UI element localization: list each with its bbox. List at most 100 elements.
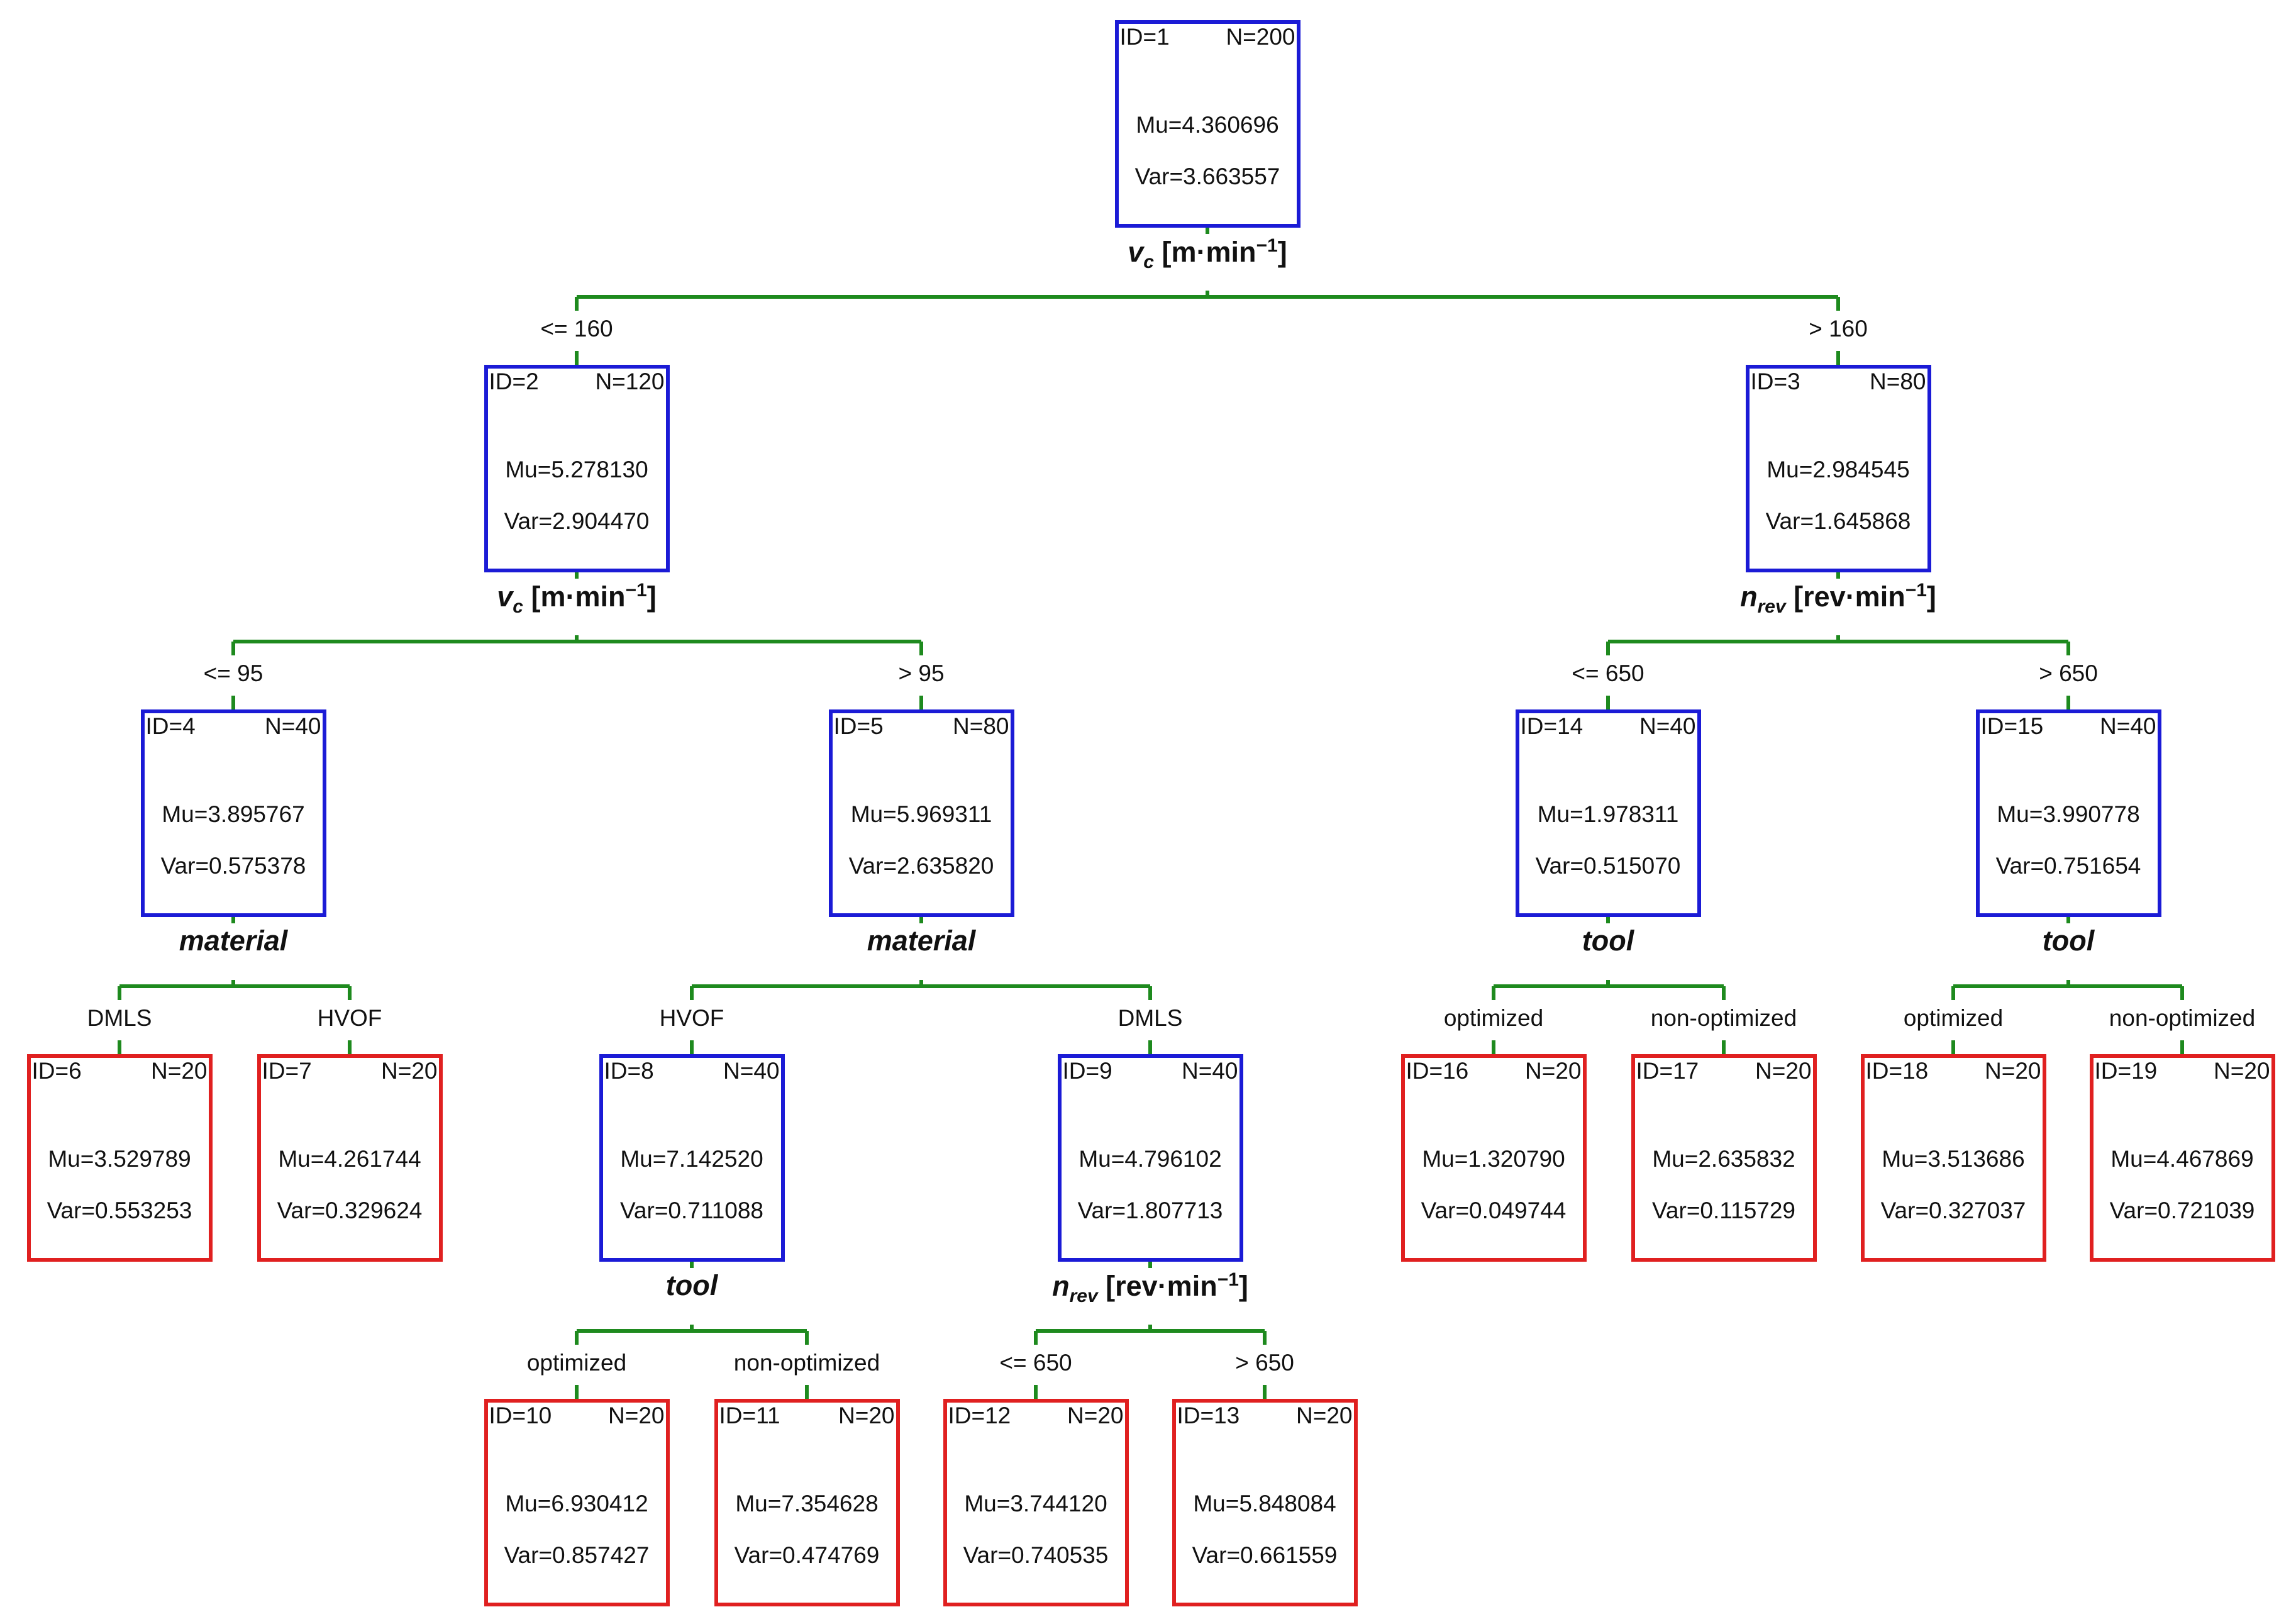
node-variance: Var=3.663557 <box>1134 164 1280 189</box>
node-count: N=20 <box>381 1058 438 1084</box>
branch-condition-n3: > 160 <box>1809 316 1868 342</box>
node-variance: Var=0.857427 <box>504 1542 650 1568</box>
branch-condition-n11: non-optimized <box>733 1350 880 1376</box>
split-variable-n5: material <box>867 925 976 957</box>
split-variable-n3: nrev [rev·min−1] <box>1740 580 1936 618</box>
node-id: ID=2 <box>489 369 539 394</box>
node-id: ID=7 <box>262 1058 312 1084</box>
split-subscript: c <box>513 596 523 617</box>
node-variance: Var=0.751654 <box>1995 853 2141 879</box>
node-count: N=20 <box>1985 1058 2041 1084</box>
split-subscript: rev <box>1757 596 1786 617</box>
split-subscript: c <box>1143 252 1154 272</box>
node-mean: Mu=7.142520 <box>620 1146 763 1172</box>
split-variable-n15: tool <box>2043 925 2094 957</box>
split-variable-n1: vc [m·min−1] <box>1128 235 1287 273</box>
branch-condition-n10: optimized <box>526 1350 627 1376</box>
branch-condition-n17: non-optimized <box>1650 1005 1797 1031</box>
node-count: N=80 <box>1870 369 1926 394</box>
node-variance: Var=0.575378 <box>160 853 306 879</box>
node-count: N=40 <box>265 713 321 739</box>
node-count: N=20 <box>608 1403 665 1428</box>
node-variance: Var=0.327037 <box>1880 1198 2026 1223</box>
node-count: N=40 <box>1639 713 1696 739</box>
node-mean: Mu=3.895767 <box>162 801 305 827</box>
node-count: N=40 <box>1182 1058 1238 1084</box>
node-id: ID=5 <box>833 713 884 739</box>
node-variance: Var=2.635820 <box>848 853 994 879</box>
node-mean: Mu=3.990778 <box>1997 801 2140 827</box>
node-mean: Mu=5.848084 <box>1193 1491 1336 1516</box>
node-mean: Mu=2.635832 <box>1652 1146 1795 1172</box>
node-variance: Var=0.515070 <box>1535 853 1681 879</box>
node-count: N=40 <box>2100 713 2156 739</box>
split-variable-n4: material <box>179 925 288 957</box>
node-variance: Var=0.049744 <box>1421 1198 1567 1223</box>
node-id: ID=16 <box>1406 1058 1469 1084</box>
node-id: ID=10 <box>489 1403 552 1428</box>
split-subscript: rev <box>1069 1286 1098 1306</box>
node-mean: Mu=3.513686 <box>1882 1146 2025 1172</box>
node-variance: Var=1.807713 <box>1077 1198 1223 1223</box>
node-count: N=200 <box>1226 24 1295 50</box>
node-id: ID=18 <box>1865 1058 1929 1084</box>
node-mean: Mu=4.261744 <box>278 1146 421 1172</box>
node-variance: Var=0.721039 <box>2109 1198 2255 1223</box>
split-name: material <box>867 925 976 957</box>
node-variance: Var=0.711088 <box>619 1198 764 1223</box>
node-mean: Mu=5.969311 <box>850 801 992 827</box>
split-name: material <box>179 925 288 957</box>
branch-condition-n2: <= 160 <box>540 316 613 342</box>
split-name: tool <box>1582 925 1634 957</box>
node-count: N=20 <box>151 1058 208 1084</box>
split-exponent: −1 <box>1905 580 1927 601</box>
split-unit: [rev·min <box>1106 1270 1217 1302</box>
branch-condition-n15: > 650 <box>2039 660 2098 686</box>
node-id: ID=17 <box>1636 1058 1699 1084</box>
branch-condition-n5: > 95 <box>898 660 945 686</box>
node-variance: Var=0.740535 <box>963 1542 1109 1568</box>
node-mean: Mu=4.360696 <box>1136 112 1279 138</box>
node-count: N=20 <box>1755 1058 1812 1084</box>
node-mean: Mu=2.984545 <box>1766 457 1910 482</box>
node-id: ID=8 <box>604 1058 654 1084</box>
node-mean: Mu=3.744120 <box>964 1491 1107 1516</box>
split-unit-close: ] <box>1238 1270 1248 1302</box>
branch-condition-n14: <= 650 <box>1572 660 1644 686</box>
split-symbol: n <box>1052 1270 1070 1302</box>
node-mean: Mu=5.278130 <box>505 457 648 482</box>
node-variance: Var=0.553253 <box>47 1198 192 1223</box>
branch-condition-n13: > 650 <box>1235 1350 1294 1376</box>
branch-condition-n7: HVOF <box>317 1005 382 1031</box>
node-variance: Var=0.329624 <box>277 1198 423 1223</box>
node-id: ID=12 <box>948 1403 1011 1428</box>
split-variable-n9: nrev [rev·min−1] <box>1052 1269 1248 1307</box>
split-exponent: −1 <box>625 580 647 601</box>
node-id: ID=14 <box>1520 713 1583 739</box>
node-variance: Var=0.661559 <box>1192 1542 1338 1568</box>
node-mean: Mu=1.320790 <box>1422 1146 1565 1172</box>
node-mean: Mu=7.354628 <box>735 1491 879 1516</box>
node-mean: Mu=4.796102 <box>1079 1146 1222 1172</box>
split-variable-n14: tool <box>1582 925 1634 957</box>
split-unit-close: ] <box>1277 236 1287 268</box>
node-id: ID=13 <box>1177 1403 1240 1428</box>
node-count: N=20 <box>838 1403 895 1428</box>
split-name: tool <box>665 1269 718 1301</box>
branch-condition-n8: HVOF <box>659 1005 724 1031</box>
node-mean: Mu=6.930412 <box>505 1491 648 1516</box>
branch-condition-n18: optimized <box>1903 1005 2004 1031</box>
